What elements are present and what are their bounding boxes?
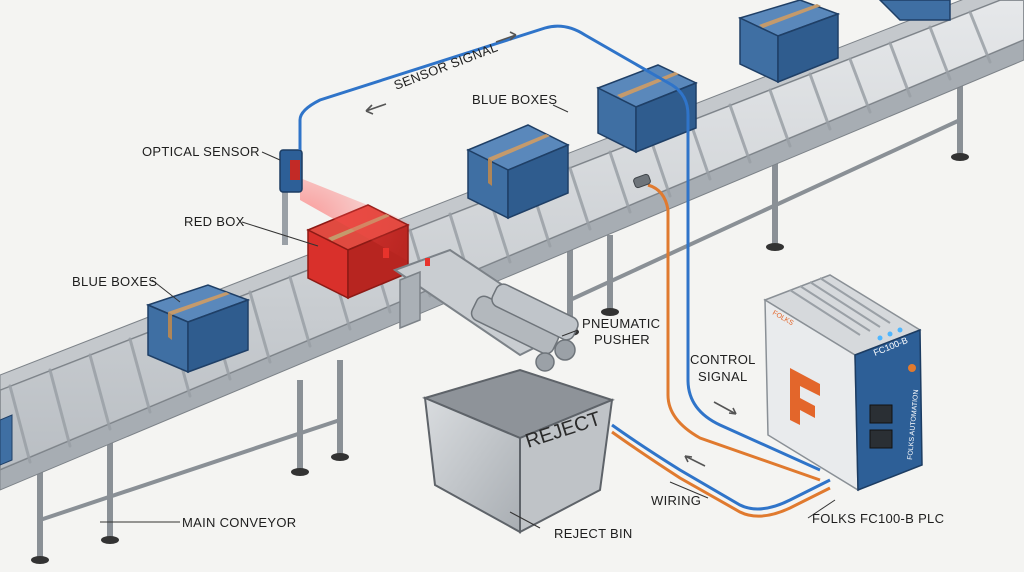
pusher-leds — [383, 248, 430, 266]
blue-box-middle — [466, 124, 570, 220]
signal-label: SIGNAL — [698, 369, 747, 384]
wiring-blue — [611, 423, 831, 511]
optical-sensor-label: OPTICAL SENSOR — [142, 144, 260, 159]
signal-arrows — [365, 31, 737, 467]
blue-box-upper — [596, 64, 698, 154]
pusher-label: PUSHER — [594, 332, 650, 347]
sensor-signal-wire — [298, 24, 821, 472]
callout-lines — [100, 104, 836, 529]
sensor-signal-label: SENSOR SIGNAL — [392, 39, 500, 92]
control-label: CONTROL — [690, 352, 756, 367]
optical-sensor — [279, 149, 303, 193]
blue-box-partial — [0, 414, 13, 466]
wiring-label: WIRING — [651, 493, 701, 508]
plc-label: FOLKS FC100-B PLC — [812, 511, 944, 526]
plc-logo-icon — [790, 368, 820, 425]
blue-boxes-top-label: BLUE BOXES — [472, 92, 557, 107]
blue-box-edge — [878, 0, 951, 21]
main-conveyor-label: MAIN CONVEYOR — [182, 515, 296, 530]
reject-bin-label: REJECT BIN — [554, 526, 633, 541]
blue-boxes-left-label: BLUE BOXES — [72, 274, 157, 289]
blue-box-far — [737, 0, 841, 84]
pneumatic-pusher — [392, 248, 579, 372]
blue-box-left — [145, 284, 251, 374]
conveyor-frame — [37, 60, 963, 560]
proximity-sensor — [633, 173, 651, 189]
red-box-label: RED BOX — [184, 214, 245, 229]
reject-bin — [422, 368, 615, 534]
wiring-orange — [611, 183, 831, 518]
plc-device — [763, 274, 923, 492]
pneumatic-label: PNEUMATIC — [582, 316, 660, 331]
